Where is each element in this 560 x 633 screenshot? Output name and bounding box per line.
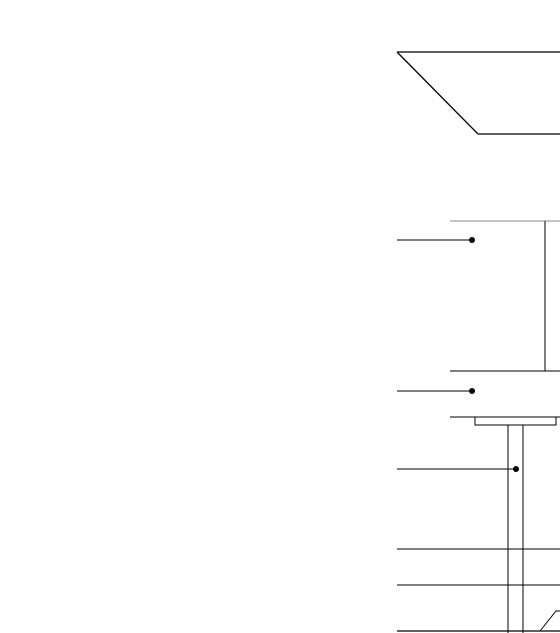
flange-plate (474, 416, 557, 426)
flange-plate-rect (474, 416, 557, 426)
leader-3-dot (513, 466, 519, 472)
upper-block (450, 220, 560, 372)
leader-2-dot (469, 388, 475, 394)
leader-2 (397, 388, 475, 394)
trapezoid-slanted-edge (396, 51, 479, 135)
trapezoid-top-part (396, 51, 560, 135)
base-foot-slope (539, 610, 560, 632)
leader-1 (397, 237, 475, 243)
leader-1-dot (469, 237, 475, 243)
leader-3 (397, 466, 519, 472)
vertical-post (507, 425, 524, 633)
